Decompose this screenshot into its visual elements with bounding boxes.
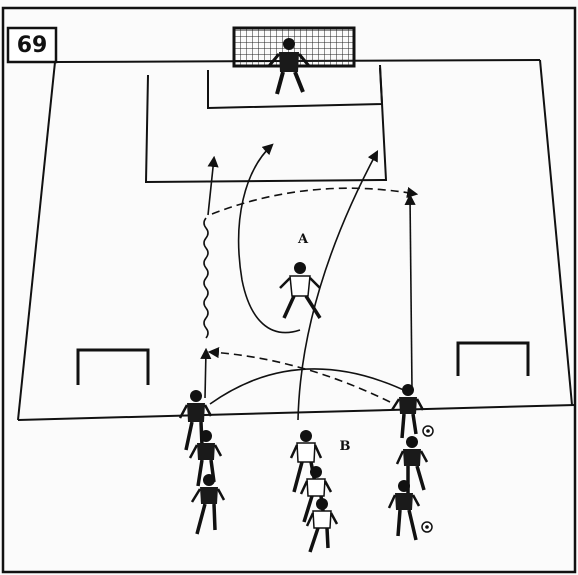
dribble-path [204,218,208,338]
left-touchline [18,62,55,420]
diagram-number: 69 [17,33,48,58]
halfway-line [18,405,575,420]
ball-icon [422,522,432,532]
diagram-frame [3,8,575,572]
defender-a [280,262,320,318]
run-right-up [410,196,412,390]
zone-b-label: B [340,439,351,454]
player-center-3 [307,498,337,552]
attacker-right-3 [389,480,419,540]
right-touchline [540,60,572,405]
attacker-right-1 [392,384,423,438]
small-goal-left [78,350,148,385]
zone-a-label: A [297,232,309,247]
ball-icon [423,426,433,436]
arc-run [210,369,410,404]
dribble-to-goal [208,158,214,215]
pitch-lines [18,60,575,420]
small-goal-right [458,343,528,376]
run-left-start [205,350,206,398]
diagram-number-box: 69 [8,28,56,62]
penalty-area [146,65,386,182]
